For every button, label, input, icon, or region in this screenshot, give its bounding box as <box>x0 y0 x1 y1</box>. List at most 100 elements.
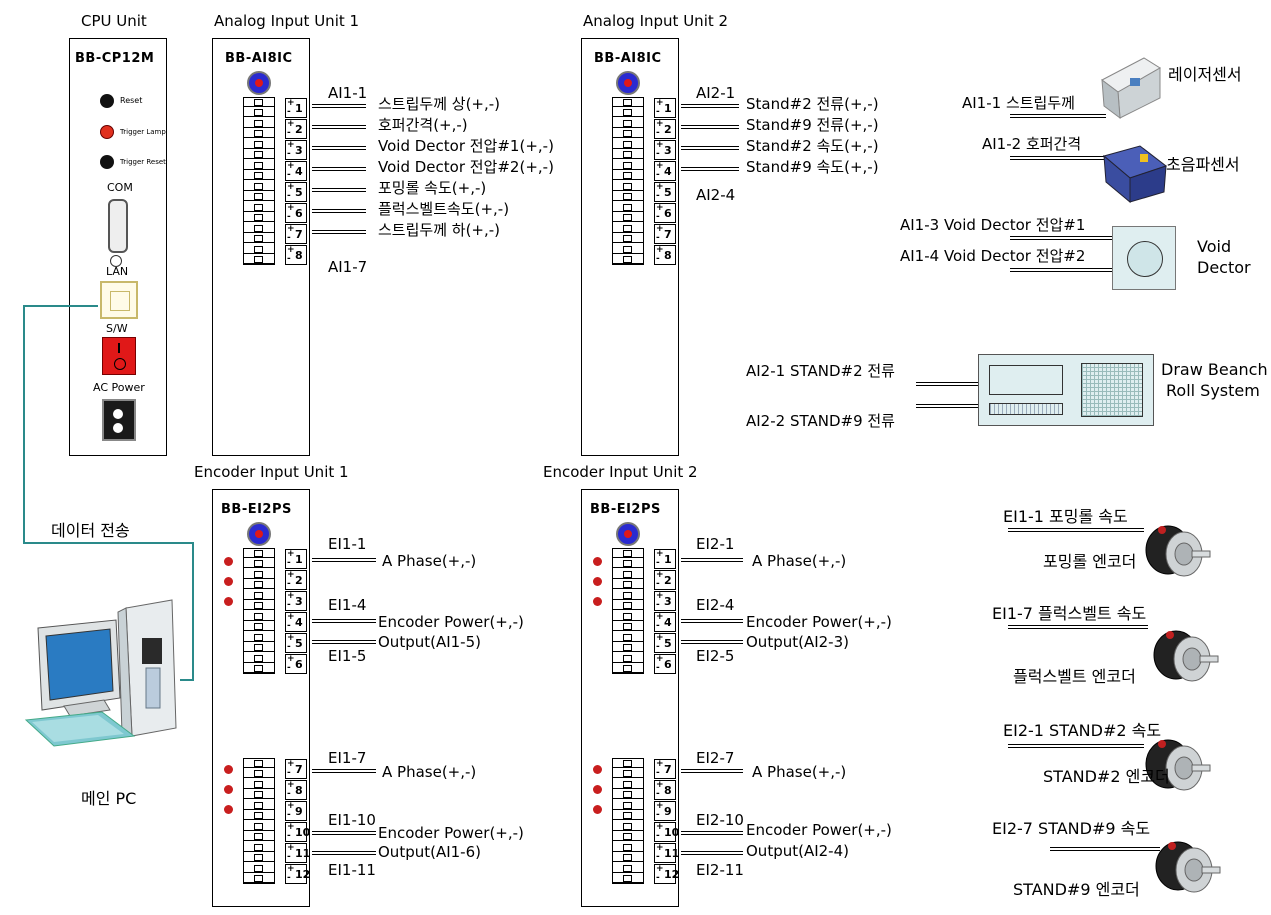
terminal-number: 11 <box>664 847 680 860</box>
polarity-mark: +- <box>287 633 295 652</box>
polarity-mark: +- <box>287 182 295 201</box>
polarity-mark: +- <box>656 98 664 117</box>
ei1-terminal: +-3 <box>285 591 307 611</box>
trigger-reset-button[interactable] <box>100 155 114 169</box>
encoder-4-name-label: STAND#9 엔코더 <box>1013 880 1140 899</box>
ai2-signal-3: Stand#2 속도(+,-) <box>746 137 879 155</box>
terminal-screw-icon <box>623 225 632 232</box>
data-transfer-label: 데이터 전송 <box>51 521 130 540</box>
encoder-2-name-label: 플럭스벨트 엔코더 <box>1013 667 1136 686</box>
ai2-terminal-3: +-3 <box>654 140 676 160</box>
terminal-cell <box>243 223 275 233</box>
ei2-terminal: +-1 <box>654 549 676 569</box>
ai1-signal-4: Void Dector 전압#2(+,-) <box>378 158 554 176</box>
terminal-screw-icon <box>254 844 263 851</box>
polarity-mark: +- <box>656 612 664 631</box>
terminal-number: 12 <box>664 868 680 881</box>
terminal-cell <box>243 779 275 789</box>
terminal-cell <box>243 97 275 107</box>
laser-connection-label: AI1-1 스트립두께 <box>962 94 1075 112</box>
ei1-terminal-block-top <box>243 548 275 674</box>
polarity-mark: +- <box>287 203 295 222</box>
polarity-mark: +- <box>287 570 295 589</box>
status-led-icon <box>224 805 233 814</box>
lan-port-icon[interactable] <box>100 281 138 319</box>
terminal-number: 7 <box>664 228 672 241</box>
ai2-terminal-5: +-5 <box>654 182 676 202</box>
ei1-g1-c: EI1-5 <box>328 647 367 665</box>
terminal-cell <box>243 254 275 264</box>
polarity-mark: +- <box>656 654 664 673</box>
polarity-mark: +- <box>656 570 664 589</box>
reset-button[interactable] <box>100 94 114 108</box>
encoder-input-unit-2: BB-EI2PS +-1+-2+-3+-4+-5+-6+-7+-8+-9+-10… <box>581 489 679 907</box>
terminal-cell <box>243 800 275 810</box>
terminal-cell <box>612 170 644 180</box>
terminal-screw-icon <box>254 791 263 798</box>
terminal-number: 6 <box>664 658 672 671</box>
status-led-icon <box>593 765 602 774</box>
void-connection-2-label: AI1-4 Void Dector 전압#2 <box>900 247 1086 265</box>
terminal-screw-icon <box>254 644 263 651</box>
terminal-screw-icon <box>623 602 632 609</box>
wire <box>1010 114 1106 118</box>
ai2-terminal-2: +-2 <box>654 119 676 139</box>
ai1-title: Analog Input Unit 1 <box>214 12 360 30</box>
terminal-cell <box>243 789 275 799</box>
wire <box>681 104 739 108</box>
terminal-number: 3 <box>664 144 672 157</box>
power-switch[interactable] <box>102 337 136 375</box>
terminal-number: 12 <box>295 868 311 881</box>
terminal-number: 9 <box>664 805 672 818</box>
wire <box>312 104 366 108</box>
ai2-model: BB-AI8IC <box>594 51 662 66</box>
polarity-mark: +- <box>287 654 295 673</box>
ei2-terminal: +-10 <box>654 822 679 842</box>
polarity-mark: +- <box>287 801 295 820</box>
wire <box>916 404 978 408</box>
terminal-cell <box>612 181 644 191</box>
polarity-mark: +- <box>287 864 295 883</box>
terminal-screw-icon <box>254 183 263 190</box>
terminal-number: 7 <box>664 763 672 776</box>
terminal-number: 6 <box>664 207 672 220</box>
wire <box>312 188 366 192</box>
polarity-mark: +- <box>287 591 295 610</box>
ei2-knob-icon <box>616 522 640 546</box>
terminal-cell <box>243 139 275 149</box>
terminal-number: 5 <box>295 637 303 650</box>
terminal-cell <box>243 831 275 841</box>
ai1-terminal-6: +-6 <box>285 203 307 223</box>
ei2-g1-b: EI2-4 <box>696 596 735 614</box>
polarity-mark: +- <box>656 182 664 201</box>
terminal-screw-icon <box>623 246 632 253</box>
ei1-g1-phase: A Phase(+,-) <box>382 552 477 570</box>
polarity-mark: +- <box>287 119 295 138</box>
ei2-terminal: +-2 <box>654 570 676 590</box>
polarity-mark: +- <box>287 140 295 159</box>
draw-bench-label-2: Roll System <box>1166 381 1260 400</box>
polarity-mark: +- <box>287 780 295 799</box>
terminal-number: 4 <box>295 165 303 178</box>
terminal-screw-icon <box>254 204 263 211</box>
terminal-screw-icon <box>623 550 632 557</box>
ei2-g2-power: Encoder Power(+,-) <box>746 821 892 839</box>
terminal-screw-icon <box>623 854 632 861</box>
terminal-number: 7 <box>295 763 303 776</box>
ei1-model: BB-EI2PS <box>221 502 292 517</box>
wire <box>312 769 376 773</box>
terminal-number: 1 <box>664 102 672 115</box>
status-led-icon <box>593 557 602 566</box>
terminal-number: 4 <box>664 165 672 178</box>
com-screw-icon <box>110 255 122 267</box>
terminal-cell <box>612 611 644 621</box>
sw-label: S/W <box>106 322 128 335</box>
terminal-screw-icon <box>623 109 632 116</box>
encoder-1-name-label: 포밍롤 엔코더 <box>1043 552 1137 571</box>
terminal-cell <box>612 621 644 631</box>
terminal-number: 1 <box>295 553 303 566</box>
terminal-screw-icon <box>623 120 632 127</box>
terminal-cell <box>243 621 275 631</box>
terminal-cell <box>612 139 644 149</box>
terminal-number: 2 <box>664 123 672 136</box>
